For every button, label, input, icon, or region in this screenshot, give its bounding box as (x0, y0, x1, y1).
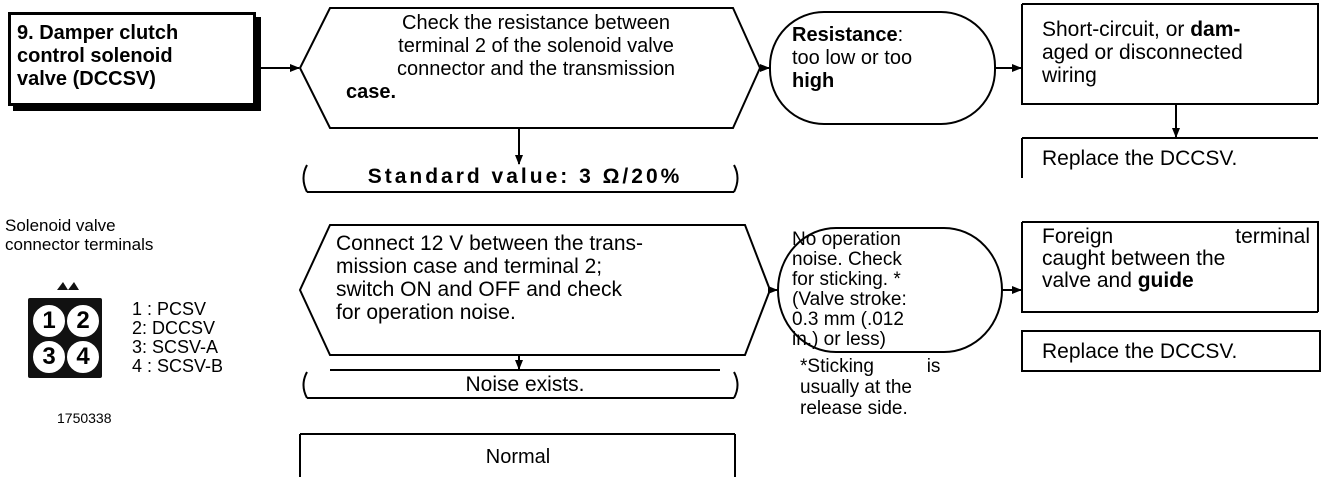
standard-value-text: Standard value: 3 Ω/20% (367, 165, 683, 188)
connector-pin-2: 2 (67, 305, 99, 337)
connect-line-3: switch ON and OFF and check (336, 278, 622, 301)
resistance-result-text: Resistance: too low or too high (792, 24, 982, 93)
foreign-line-3-bold: guide (1137, 269, 1194, 292)
terminal-3: 3: SCSV-A (132, 337, 219, 357)
start-line-1: 9. Damper clutch (17, 22, 179, 44)
connector-pin-3: 3 (33, 341, 65, 373)
nonoise-line-5: 0.3 mm (.012 (792, 309, 904, 330)
replace-dccsv-2: Replace the DCCSV. (1042, 340, 1238, 363)
sticking-note: *Sticking is usually at the release side… (800, 356, 980, 419)
nonoise-line-4: (Valve stroke: (792, 289, 907, 310)
no-noise-text: No operation noise. Check for sticking. … (792, 230, 992, 350)
check-line-3: connector and the transmission (397, 58, 675, 80)
resistance-line-2: too low or too (792, 47, 913, 69)
check-line-4: case. (346, 81, 397, 103)
connect-line-4: for operation noise. (336, 301, 516, 324)
caption-line-1: Solenoid valve (5, 216, 116, 235)
connect-line-2: mission case and terminal 2; (336, 255, 603, 278)
normal-shape (299, 433, 736, 477)
check-line-1: Check the resistance between (402, 12, 670, 34)
nonoise-line-6: in.) or less) (792, 329, 886, 350)
noise-exists-text: Noise exists. (465, 373, 585, 396)
standard-value-shape (302, 164, 739, 193)
nonoise-line-2: noise. Check (792, 249, 902, 270)
terminal-2: 2: DCCSV (132, 318, 216, 338)
connector-latch-icon (57, 282, 79, 290)
caption-line-2: connector terminals (5, 235, 154, 254)
resistance-label: Resistance (792, 24, 898, 46)
replace-dccsv-1: Replace the DCCSV. (1042, 147, 1238, 170)
foreign-line-2: caught between the (1042, 247, 1226, 270)
fault-line-1: Short-circuit, or (1042, 18, 1191, 41)
fault-line-2: aged or disconnected (1042, 41, 1243, 64)
start-line-2: control solenoid (17, 45, 173, 67)
fault-line-3: wiring (1042, 64, 1097, 87)
start-box-dccsv: 9. Damper clutch control solenoid valve … (8, 12, 256, 106)
check-resistance-text: Check the resistance between terminal 2 … (336, 12, 736, 104)
sticking-line-3: release side. (800, 398, 908, 419)
check-resistance-shape (298, 7, 762, 129)
start-line-3: valve (DCCSV) (17, 68, 156, 90)
resistance-colon: : (897, 24, 904, 46)
foreign-terminal-shape (1021, 221, 1319, 313)
solenoid-connector-icon: 1 2 3 4 (28, 298, 102, 378)
connector-pin-1: 1 (33, 305, 65, 337)
noise-exists-shape (302, 369, 739, 399)
wiring-fault-shape (1021, 3, 1319, 105)
terminal-4: 4 : SCSV-B (132, 356, 224, 376)
connect-12v-shape (298, 224, 772, 356)
foreign-line-3a: valve and (1042, 269, 1138, 292)
resistance-line-3: high (792, 70, 835, 92)
figure-id: 1750338 (57, 410, 112, 426)
sticking-line-1: *Sticking is (800, 356, 941, 377)
normal-text: Normal (485, 446, 551, 468)
connect-12v-text: Connect 12 V between the trans- mission … (336, 232, 756, 324)
sticking-line-2: usually at the (800, 377, 912, 398)
check-line-2: terminal 2 of the solenoid valve (398, 35, 674, 57)
foreign-terminal-text: Foreign terminal caught between the valv… (1042, 226, 1310, 292)
replace-2-shape (1021, 330, 1321, 372)
nonoise-line-3: for sticking. * (792, 269, 901, 290)
foreign-line-1a: Foreign (1042, 225, 1114, 248)
terminal-list: 1 : PCSV 2: DCCSV 3: SCSV-A 4 : SCSV-B (118, 300, 223, 376)
connector-pin-4: 4 (67, 341, 99, 373)
terminal-1: 1 : PCSV (132, 299, 207, 319)
connector-caption: Solenoid valve connector terminals (5, 216, 153, 254)
nonoise-line-1: No operation (792, 229, 901, 250)
fault-line-1-bold: dam- (1190, 18, 1241, 41)
connect-line-1: Connect 12 V between the trans- (336, 232, 644, 255)
replace-1-shape (1021, 137, 1318, 178)
wiring-fault-text: Short-circuit, or dam- aged or disconnec… (1042, 18, 1312, 87)
foreign-line-1b: terminal (1235, 225, 1310, 248)
